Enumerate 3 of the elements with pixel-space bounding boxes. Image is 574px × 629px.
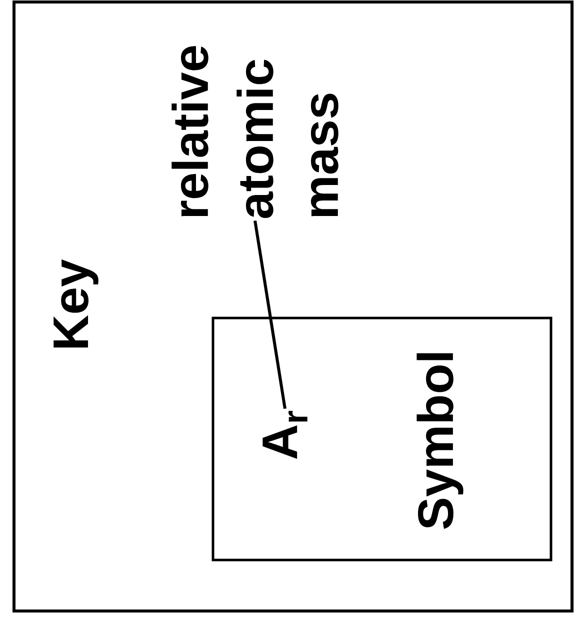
leader-line — [254, 220, 286, 409]
symbol-label: A$_{r}$ — [262, 410, 308, 459]
annotation-text: relative atomic mass — [172, 46, 338, 218]
